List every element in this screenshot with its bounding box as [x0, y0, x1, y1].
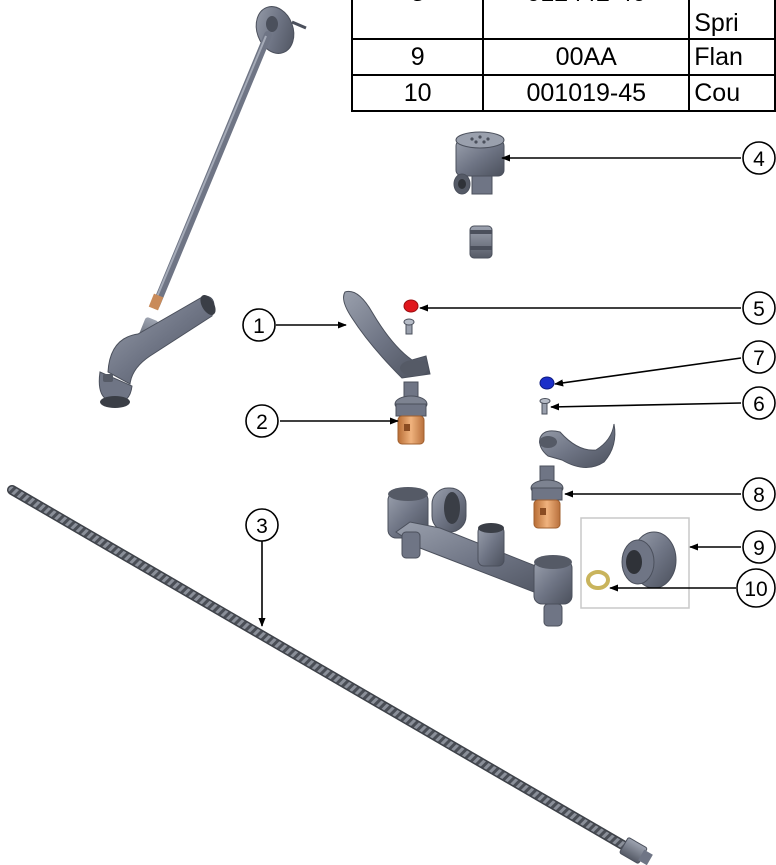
callout-10: 10 [736, 568, 776, 608]
table-cell-part: 001019-45 [482, 74, 691, 112]
lever-handle [343, 290, 431, 379]
callout-label-8: 8 [753, 484, 765, 507]
callout-label-3: 3 [256, 515, 268, 538]
table-cell-part: 012442-40 [482, 0, 691, 40]
table-cell-item: 9 [350, 38, 485, 76]
cartridge-left [394, 381, 428, 445]
wall-bracket-spout-assembly [98, 6, 307, 408]
coupling-washer [586, 570, 610, 590]
table-row: 10 001019-45 Cou [350, 74, 776, 112]
parts-table-clip: 8 012442-40 Spri 9 00AA Flan 10 001019-4… [0, 0, 776, 120]
callout-4: 4 [742, 141, 776, 175]
table-row: 9 00AA Flan [350, 38, 776, 76]
faucet-body [387, 487, 573, 627]
table-cell-desc: Cou [688, 74, 776, 112]
lever-handle-right [539, 423, 616, 468]
callout-2: 2 [245, 404, 279, 438]
callout-3: 3 [245, 508, 279, 542]
table-cell-item: 8 [350, 0, 485, 40]
callout-label-4: 4 [753, 148, 765, 171]
braided-hose [7, 485, 653, 865]
callout-label-7: 7 [753, 347, 765, 370]
vacuum-breaker-cap [453, 131, 505, 195]
detail-frame [580, 517, 690, 609]
callout-label-6: 6 [753, 393, 765, 416]
flange [621, 531, 677, 589]
callout-label-1: 1 [253, 315, 265, 338]
callout-label-5: 5 [753, 298, 765, 321]
hose-nut [619, 837, 653, 865]
cartridge-right [530, 465, 564, 529]
callout-label-2: 2 [256, 411, 268, 434]
callout-5: 5 [742, 291, 776, 325]
table-row: 8 012442-40 Spri [350, 0, 776, 40]
nipple-fitting [469, 225, 493, 259]
blue-index-button [539, 376, 555, 390]
callout-9: 9 [742, 530, 776, 564]
red-index-button [403, 299, 419, 313]
callout-6: 6 [742, 386, 776, 420]
table-cell-desc: Spri [688, 0, 776, 40]
table-cell-item: 10 [350, 74, 485, 112]
callout-8: 8 [742, 477, 776, 511]
table-cell-part: 00AA [482, 38, 691, 76]
callout-label-10: 10 [744, 578, 767, 601]
callout-1: 1 [242, 308, 276, 342]
callout-label-9: 9 [753, 537, 765, 560]
table-cell-desc: Flan [688, 38, 776, 76]
handle-screw [539, 398, 551, 415]
callout-7: 7 [742, 340, 776, 374]
parts-table: 8 012442-40 Spri 9 00AA Flan 10 001019-4… [350, 0, 776, 112]
leader-lines [258, 154, 742, 627]
